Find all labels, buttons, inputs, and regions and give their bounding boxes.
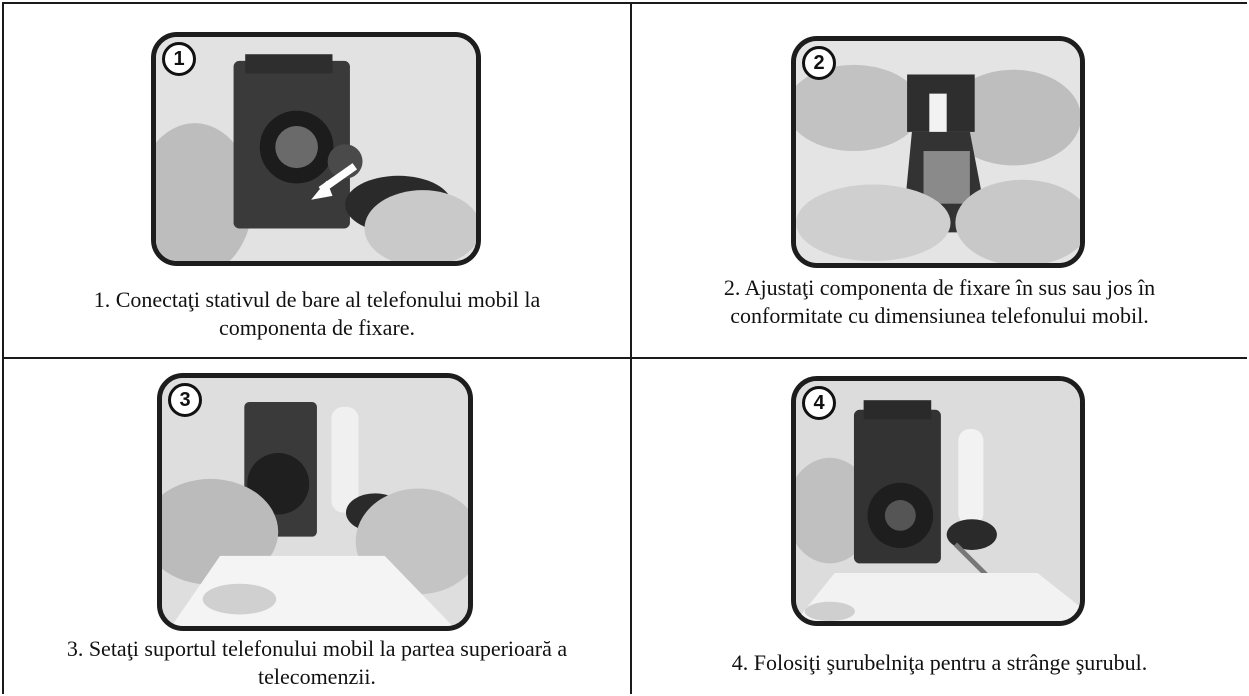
step-number-badge: 1 <box>162 42 196 76</box>
step-photo-2: 2 <box>791 36 1085 268</box>
screwdriver-tighten-illustration <box>796 381 1080 621</box>
step-caption-2: 2. Ajustaţi componenta de fixare în sus … <box>723 275 1156 328</box>
step-caption-4: 4. Folosiţi şurubelniţa pentru a strânge… <box>731 650 1148 675</box>
table-border-left <box>2 2 4 694</box>
step-caption-1: 1. Conectaţi stativul de bare al telefon… <box>93 287 541 340</box>
table-column-divider <box>630 2 632 694</box>
step-photo-4: 4 <box>791 376 1085 626</box>
step-cell-3: 3 3. Setaţi suportul telefonului mobil l… <box>4 359 630 694</box>
step-photo-1: 1 <box>151 32 481 266</box>
table-border-top <box>2 2 1247 4</box>
fixing-adjust-illustration <box>796 41 1080 263</box>
step-number-badge: 4 <box>802 386 836 420</box>
step-cell-4: 4 4. Folosiţi şurubelniţa pentru a strân… <box>632 359 1247 694</box>
step-cell-2: 2 2. Ajustaţi componenta de fixare în su… <box>632 4 1247 357</box>
step-photo-3: 3 <box>157 373 473 631</box>
step-cell-1: 1 1. Conectaţi stativul de bare al telef… <box>4 4 630 357</box>
step-caption-3: 3. Setaţi suportul telefonului mobil la … <box>66 636 568 689</box>
mount-on-remote-illustration <box>162 378 468 626</box>
step-number-badge: 2 <box>802 46 836 80</box>
phone-holder-attach-illustration <box>156 37 476 261</box>
table-row-divider <box>2 357 1247 359</box>
step-number-badge: 3 <box>168 383 202 417</box>
